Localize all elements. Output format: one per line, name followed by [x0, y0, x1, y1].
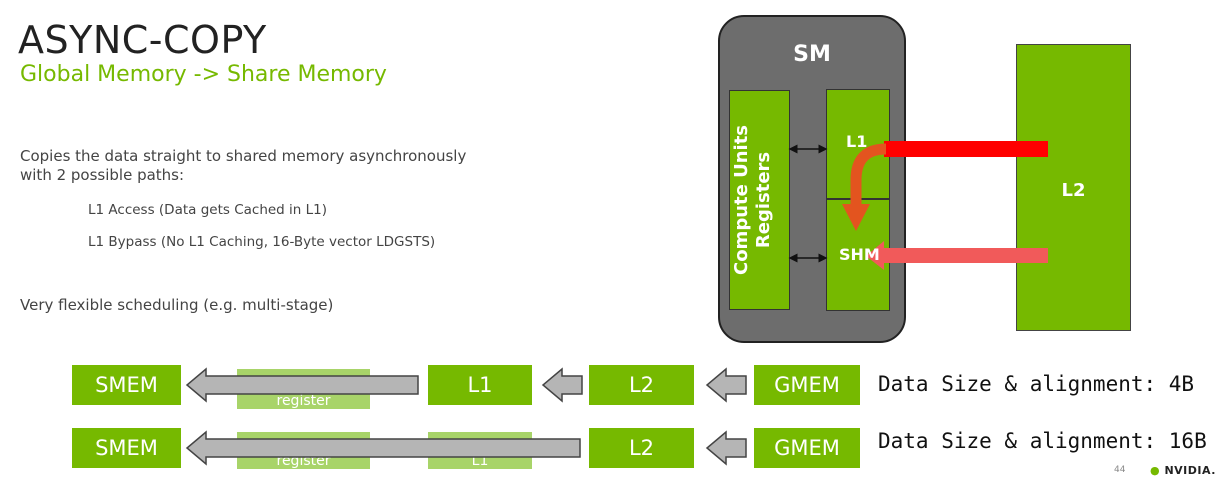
- l2-block: [1016, 44, 1131, 331]
- row2-size-label: Data Size & alignment: 16B: [878, 429, 1207, 453]
- row1-arrow-l1-to-smem: [185, 367, 419, 403]
- slide-subtitle: Global Memory -> Share Memory: [20, 62, 387, 87]
- row2-smem-box: SMEM: [72, 428, 181, 468]
- path-2-text: L1 Bypass (No L1 Caching, 16-Byte vector…: [88, 234, 436, 250]
- sm-label: SM: [793, 42, 831, 67]
- row1-arrow-l2-to-l1: [541, 367, 583, 403]
- row1-smem-box: SMEM: [72, 365, 181, 405]
- page-number: 44: [1114, 465, 1126, 475]
- nvidia-brand-text: NVIDIA.: [1164, 464, 1216, 477]
- slide-title: ASYNC-COPY: [18, 18, 267, 62]
- row1-l1-box: L1: [428, 365, 532, 405]
- intro-line-1: Copies the data straight to shared memor…: [20, 147, 467, 165]
- intro-line-2: with 2 possible paths:: [20, 166, 185, 184]
- row1-gmem-box: GMEM: [754, 365, 860, 405]
- l2-to-shm-arrowhead: [866, 241, 884, 270]
- scheduling-text: Very flexible scheduling (e.g. multi-sta…: [20, 296, 334, 314]
- l2-label: L2: [1061, 180, 1086, 201]
- l2-to-l1-arrow: [884, 141, 1048, 157]
- l1-to-shm-arrowhead: [842, 204, 870, 231]
- row1-arrow-gmem-to-l2: [705, 367, 747, 403]
- l2-to-shm-arrow: [884, 248, 1048, 263]
- shm-label: SHM: [839, 245, 880, 264]
- row2-l2-box: L2: [589, 428, 694, 468]
- nvidia-logo: ● NVIDIA.: [1150, 464, 1216, 477]
- compute-units-block: [729, 90, 790, 310]
- l1-to-shm-curve-arrow: [850, 143, 887, 205]
- path-1-text: L1 Access (Data gets Cached in L1): [88, 202, 328, 218]
- intro-text: Copies the data straight to shared memor…: [20, 147, 466, 185]
- row1-size-label: Data Size & alignment: 4B: [878, 372, 1195, 396]
- nvidia-eye-icon: ●: [1150, 464, 1161, 477]
- row1-register-label: register: [276, 393, 331, 409]
- row1-l2-box: L2: [589, 365, 694, 405]
- row2-arrow-gmem-to-l2: [705, 430, 747, 466]
- row2-gmem-box: GMEM: [754, 428, 860, 468]
- row2-arrow-l2-to-smem: [185, 430, 581, 466]
- l1-label: L1: [846, 132, 868, 151]
